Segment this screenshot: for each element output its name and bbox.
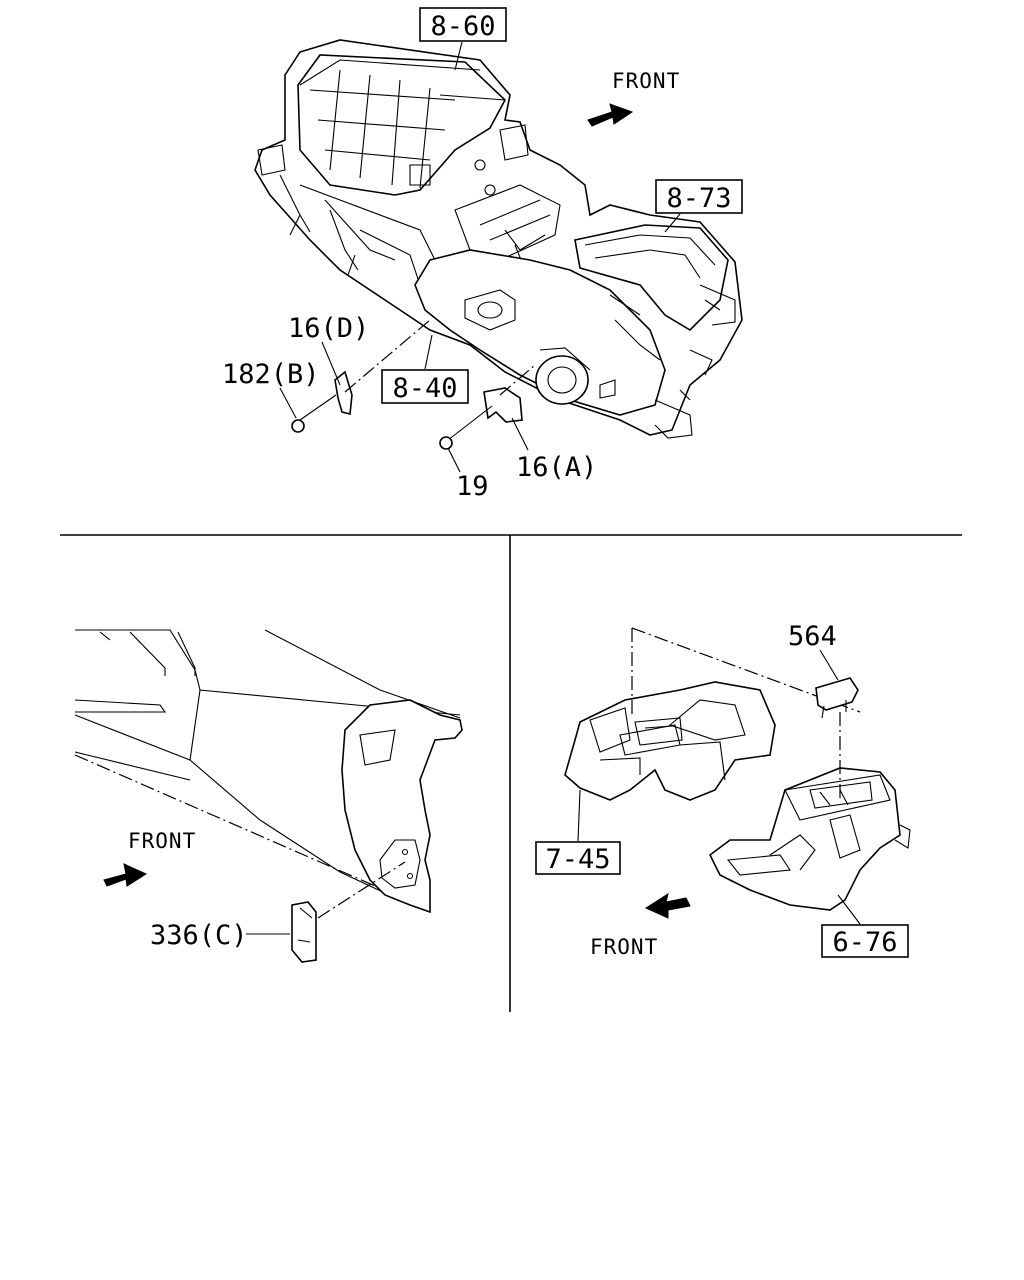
ref-label-6-76: 6-76 xyxy=(832,927,897,958)
ref-box-8-40[interactable]: 8-40 xyxy=(381,369,469,404)
leader-8-73 xyxy=(664,213,681,233)
label-16d: 16(D) xyxy=(288,313,369,344)
front-arrow-icon xyxy=(587,103,634,127)
label-182b: 182(B) xyxy=(222,359,320,390)
leader-8-60 xyxy=(454,41,463,71)
ref-label-7-45: 7-45 xyxy=(545,844,610,875)
label-16a: 16(A) xyxy=(516,452,597,483)
leader-7-45 xyxy=(577,789,581,842)
front-label-top: FRONT xyxy=(612,69,680,93)
ref-box-7-45[interactable]: 7-45 xyxy=(535,841,621,875)
leader-182b xyxy=(279,387,297,419)
label-336c: 336(C) xyxy=(150,920,248,951)
front-label-bottom-right: FRONT xyxy=(590,935,658,959)
label-564: 564 xyxy=(788,621,837,652)
leader-19 xyxy=(447,447,461,473)
leader-6-76 xyxy=(837,894,861,925)
leader-16d xyxy=(321,341,341,386)
ref-box-8-73[interactable]: 8-73 xyxy=(655,179,743,214)
ref-label-8-73: 8-73 xyxy=(666,183,731,214)
ref-box-6-76[interactable]: 6-76 xyxy=(821,924,909,958)
leader-16a xyxy=(511,417,529,451)
leader-8-40 xyxy=(424,334,433,370)
front-label-bottom-left: FRONT xyxy=(128,829,196,853)
ref-label-8-60: 8-60 xyxy=(430,11,495,42)
ref-label-8-40: 8-40 xyxy=(392,373,457,404)
hvac-assembly-drawing xyxy=(254,39,743,439)
leader-564 xyxy=(819,649,839,681)
ref-box-8-60[interactable]: 8-60 xyxy=(419,7,507,42)
part-564-clip xyxy=(815,677,859,719)
console-drawing xyxy=(564,627,911,911)
label-19: 19 xyxy=(456,471,489,502)
part-182b-bolt xyxy=(291,394,337,433)
front-arrow-icon xyxy=(644,892,691,919)
front-arrow-icon xyxy=(103,863,148,887)
front-arrow-top: FRONT xyxy=(587,69,680,127)
part-336c-clip xyxy=(291,861,406,963)
front-arrow-bottom-right: FRONT xyxy=(590,892,691,959)
part-19-screw xyxy=(439,405,493,450)
front-arrow-bottom-left: FRONT xyxy=(103,829,196,887)
dashboard-side-drawing xyxy=(74,629,463,914)
